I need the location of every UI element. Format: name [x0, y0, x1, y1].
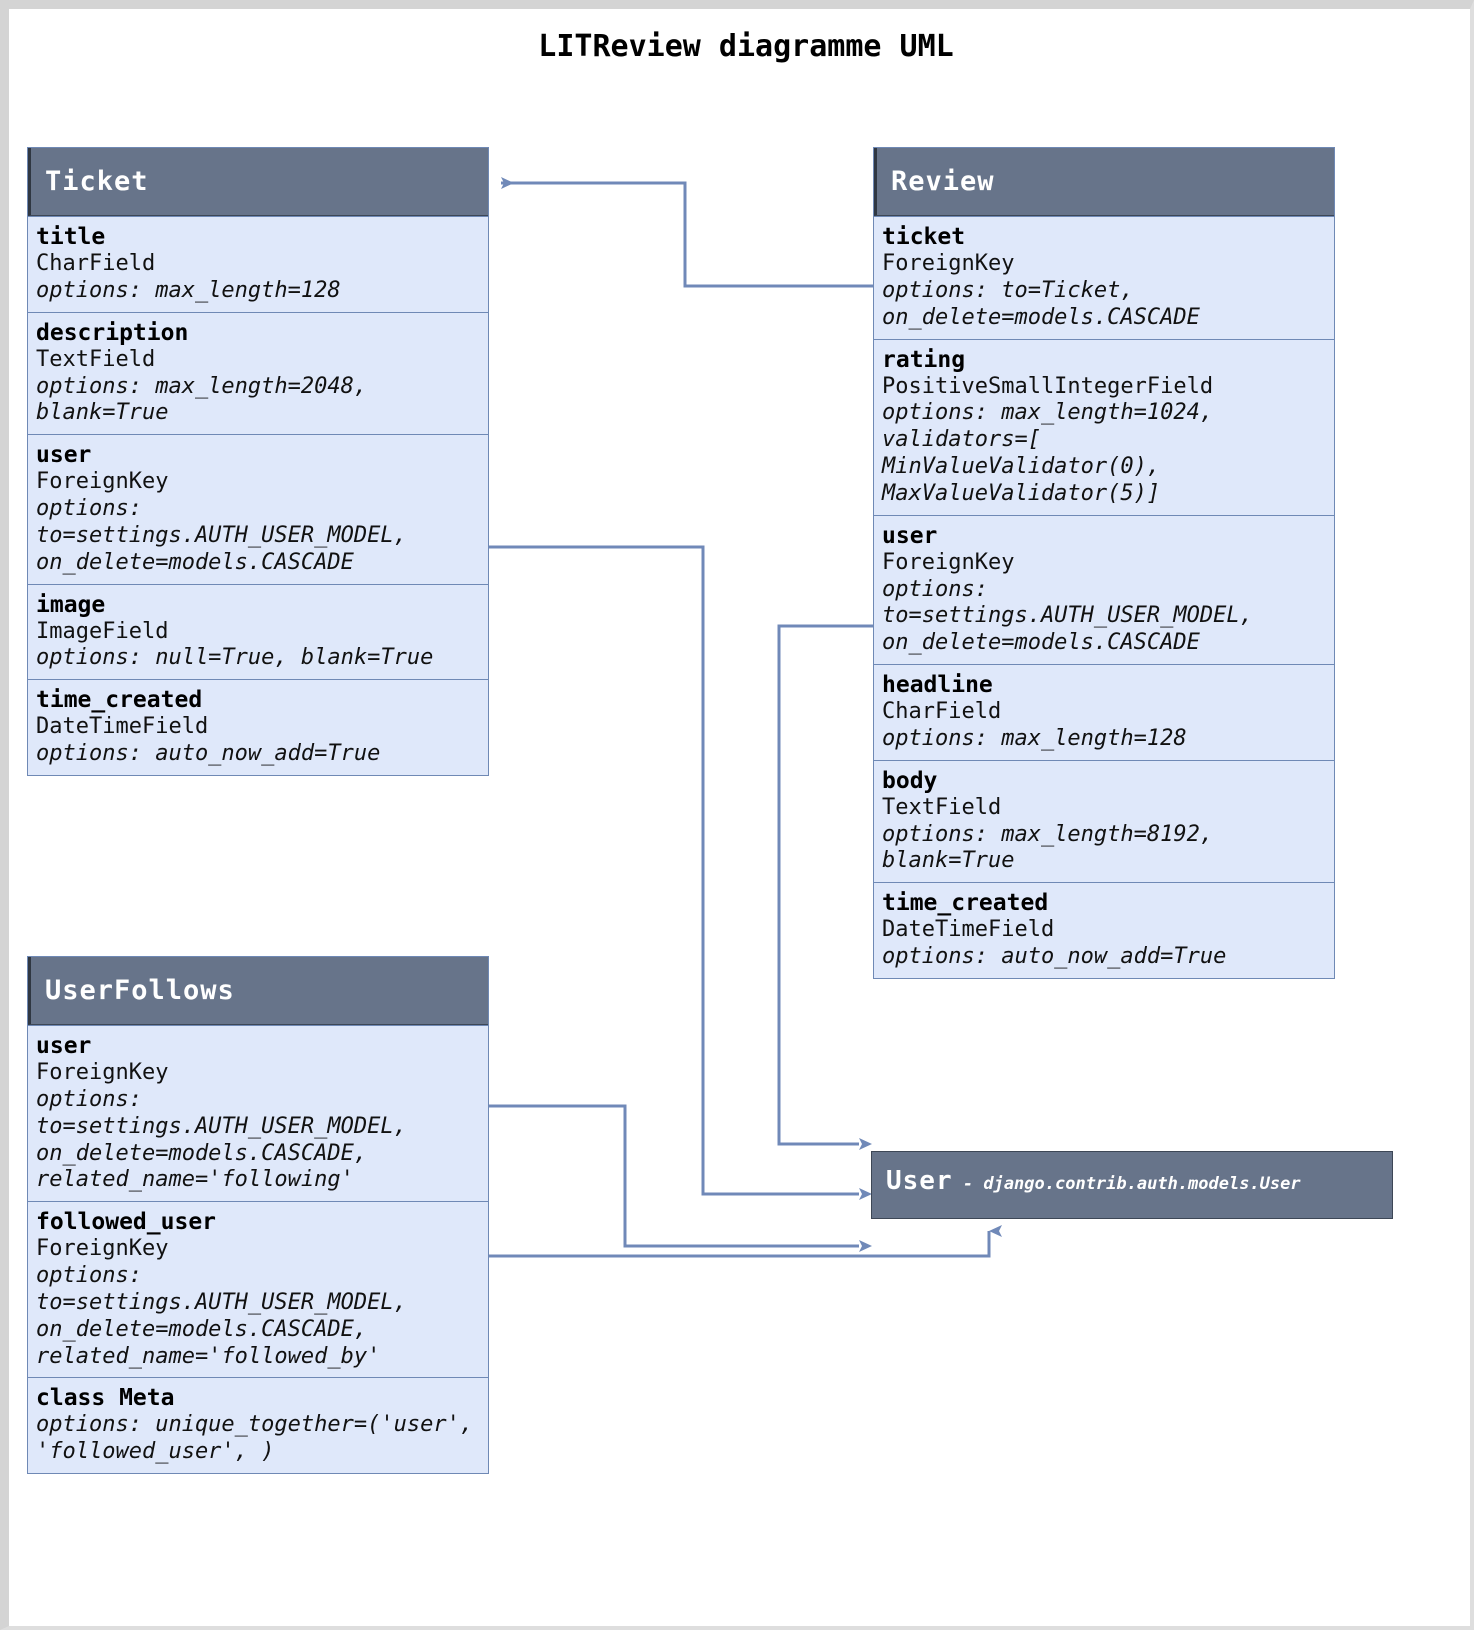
field-row: title CharField options: max_length=128 [28, 216, 488, 312]
field-type: ForeignKey [882, 251, 1015, 277]
field-name: title [36, 224, 106, 250]
field-options: options: max_length=1024, validators=[ M… [882, 400, 1214, 506]
relation-review-user-to-user [777, 624, 873, 1150]
field-type: ForeignKey [882, 549, 1015, 575]
class-header-userfollows: UserFollows [28, 957, 488, 1025]
class-box-review[interactable]: Review ticket ForeignKey options: to=Tic… [873, 147, 1335, 980]
field-options: options: to=Ticket, on_delete=models.CAS… [882, 277, 1200, 330]
class-name-review: Review [891, 166, 995, 197]
field-name: class Meta [36, 1385, 175, 1412]
field-type: CharField [36, 251, 156, 277]
field-row: headline CharField options: max_length=1… [874, 664, 1334, 760]
field-name: user [882, 522, 938, 549]
relation-userfollows-user-to-user [489, 1104, 872, 1252]
field-row: user ForeignKey options: to=settings.AUT… [28, 1025, 488, 1201]
class-name-userfollows: UserFollows [45, 975, 235, 1006]
field-name: rating [882, 346, 966, 373]
field-row: description TextField options: max_lengt… [28, 311, 488, 435]
field-row: followed_user ForeignKey options: to=set… [28, 1201, 488, 1377]
field-type: TextField [36, 346, 156, 372]
field-name: image [36, 591, 106, 618]
page-title: LITReview diagramme UML [538, 29, 954, 64]
field-options: options: max_length=128 [36, 277, 341, 303]
field-row: time_created DateTimeField options: auto… [28, 679, 488, 775]
field-type: ForeignKey [36, 469, 169, 495]
field-row: user ForeignKey options: to=settings.AUT… [28, 434, 488, 583]
field-name: time_created [882, 890, 1049, 917]
field-row: body TextField options: max_length=8192,… [874, 759, 1334, 883]
field-row: rating PositiveSmallIntegerField options… [874, 338, 1334, 515]
field-row: class Meta options: unique_together=('us… [28, 1377, 488, 1473]
field-options: options: null=True, blank=True [36, 645, 434, 671]
field-options: options: auto_now_add=True [36, 741, 381, 767]
class-box-ticket[interactable]: Ticket title CharField options: max_leng… [27, 147, 489, 776]
class-name-ticket: Ticket [45, 166, 149, 197]
field-type: PositiveSmallIntegerField [882, 373, 1214, 399]
field-name: body [882, 767, 938, 794]
field-type: CharField [882, 699, 1002, 725]
field-name: time_created [36, 687, 203, 714]
field-row: user ForeignKey options: to=settings.AUT… [874, 514, 1334, 664]
field-name: ticket [882, 224, 966, 250]
field-type: ImageField [36, 618, 169, 644]
field-name: description [36, 319, 189, 346]
field-options: options: max_length=8192, blank=True [882, 821, 1214, 874]
field-row: image ImageField options: null=True, bla… [28, 583, 488, 680]
class-name-user: User [886, 1166, 953, 1196]
field-options: options: unique_together=('user', 'follo… [36, 1412, 474, 1465]
class-header-user: User - django.contrib.auth.models.User [872, 1152, 1392, 1210]
field-name: followed_user [36, 1209, 217, 1236]
field-options: options: to=settings.AUTH_USER_MODEL, on… [882, 576, 1253, 656]
field-options: options: auto_now_add=True [882, 944, 1227, 970]
field-type: DateTimeField [882, 917, 1055, 943]
class-path-user: django.contrib.auth.models.User [983, 1174, 1301, 1194]
field-name: user [36, 1033, 92, 1059]
field-name: headline [882, 672, 993, 699]
field-options: options: to=settings.AUTH_USER_MODEL, on… [36, 1086, 407, 1193]
field-row: time_created DateTimeField options: auto… [874, 882, 1334, 978]
field-type: DateTimeField [36, 714, 209, 740]
field-options: options: to=settings.AUTH_USER_MODEL, on… [36, 1263, 407, 1369]
relation-userfollows-followeduser-to-user [489, 1225, 1002, 1258]
class-header-review: Review [874, 148, 1334, 216]
field-type: ForeignKey [36, 1060, 169, 1086]
class-header-ticket: Ticket [28, 148, 488, 216]
field-options: options: max_length=2048, blank=True [36, 373, 368, 426]
relation-review-ticket-to-ticket [501, 177, 873, 288]
class-box-userfollows[interactable]: UserFollows user ForeignKey options: to=… [27, 956, 489, 1475]
field-name: user [36, 442, 92, 469]
class-separator: - [952, 1174, 984, 1194]
field-options: options: to=settings.AUTH_USER_MODEL, on… [36, 496, 407, 575]
relation-ticket-user-to-user [489, 545, 872, 1200]
field-type: ForeignKey [36, 1236, 169, 1262]
class-box-user[interactable]: User - django.contrib.auth.models.User [871, 1151, 1393, 1219]
field-type: TextField [882, 794, 1002, 820]
field-options: options: max_length=128 [882, 725, 1187, 751]
field-row: ticket ForeignKey options: to=Ticket, on… [874, 216, 1334, 339]
